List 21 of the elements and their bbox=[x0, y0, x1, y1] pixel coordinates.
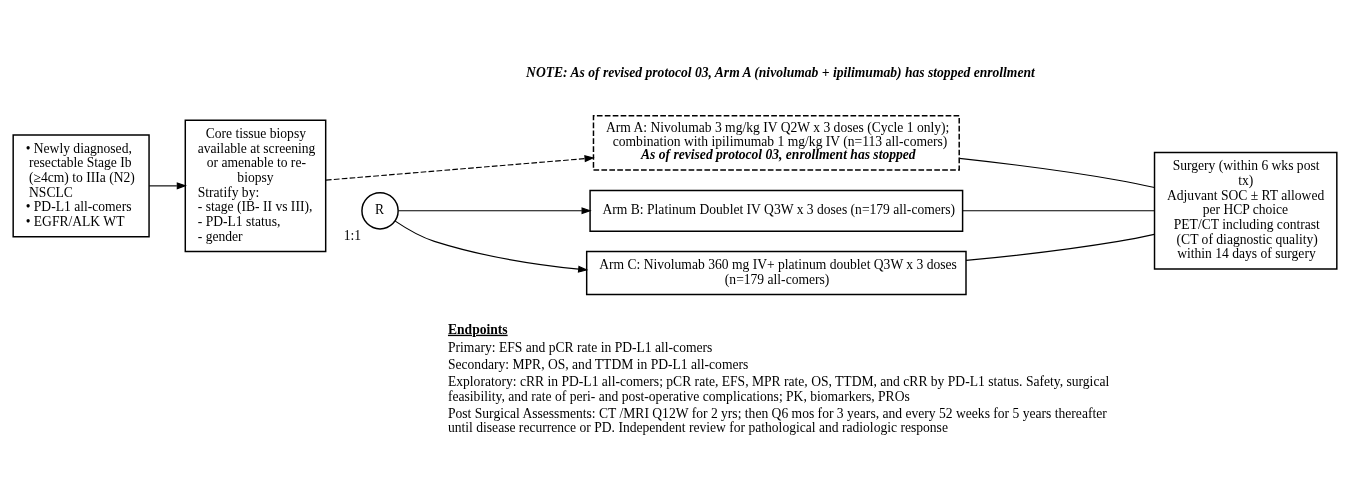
label: Exploratory: cRR in PD-L1 all-comers; pCR rate, EFS, MPR rate, OS, TTDM, and cRR by PD-L1 status. Safety, surgical feasibility, and rate of peri- and post-operative complications; PK, biomarkers, PROs bbox=[447, 373, 1110, 404]
node-box: Arm B: Platinum Doublet IV Q3W x 3 doses (n=179 all-comers) bbox=[589, 189, 964, 232]
arrow bbox=[398, 207, 592, 215]
label: Secondary: MPR, OS, and TTDM in PD-L1 all-comers bbox=[447, 356, 749, 372]
connector bbox=[958, 157, 1156, 189]
label: NOTE: As of revised protocol 03, Arm A (nivolumab + ipilimumab) has stopped enrollment bbox=[526, 65, 1035, 81]
arrow bbox=[148, 182, 187, 190]
label: Endpoints bbox=[447, 321, 508, 337]
node-box: • Newly diagnosed, resectable Stage Ib (≥4cm) to IIIa (N2) NSCLC • PD-L1 all-comers • EGFR/ALK WT bbox=[12, 134, 150, 238]
label: Post Surgical Assessments: CT /MRI Q12W for 2 yrs; then Q6 mos for 3 years, and every 52 weeks for 5 years thereafter until disease recurrence or PD. Independent review for pathological and radiologic response bbox=[447, 405, 1107, 436]
connector bbox=[962, 210, 1155, 212]
node-box: Arm A: Nivolumab 3 mg/kg IV Q2W x 3 doses (Cycle 1 only); combination with ipilimumab 1 mg/kg IV (n=113 all-comers) As of revised protocol 03, enrollment has stopped bbox=[592, 114, 960, 171]
node-label: 1:1 bbox=[343, 227, 362, 243]
arrow bbox=[394, 220, 589, 273]
node-box: Arm C: Nivolumab 360 mg IV+ platinum doublet Q3W x 3 doses (n=179 all-comers) bbox=[585, 250, 967, 296]
node-box: Surgery (within 6 wks post tx) Adjuvant SOC ± RT allowed per HCP choice PET/CT including contrast (CT of diagnostic quality) within 14 days of surgery bbox=[1153, 151, 1338, 270]
label: Primary: EFS and pCR rate in PD-L1 all-comers bbox=[447, 339, 713, 355]
arrow bbox=[325, 155, 595, 181]
node-box: Core tissue biopsy available at screening or amenable to re-biopsy Stratify by: - stage (IB- II vs III), - PD-L1 status, - gender bbox=[184, 119, 327, 253]
node-circle: R bbox=[361, 191, 399, 230]
connector bbox=[965, 233, 1155, 261]
